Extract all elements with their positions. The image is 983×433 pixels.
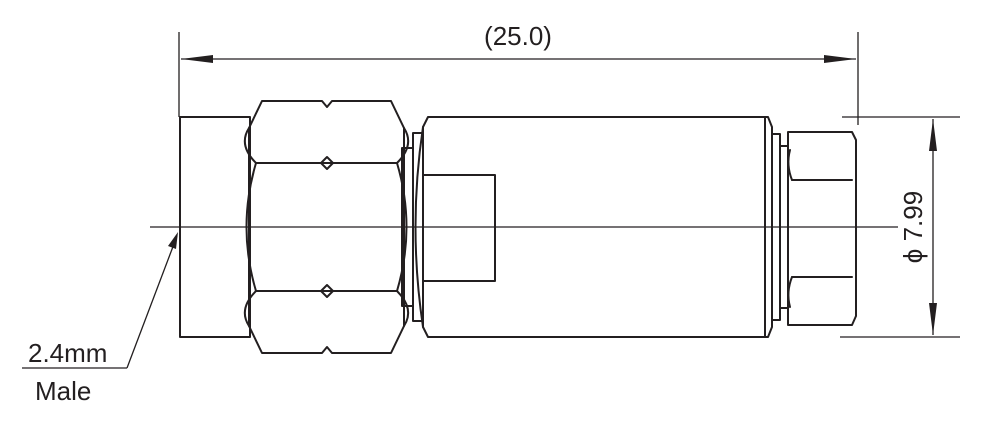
hex-face-curve-right xyxy=(396,162,408,292)
rear-hex xyxy=(787,131,857,326)
wrench-flat xyxy=(423,174,496,282)
length-dimension: (25.0) xyxy=(178,21,859,125)
hex-corner-mark-lower xyxy=(320,284,334,298)
body-front-curve xyxy=(414,126,424,328)
diameter-label: ϕ 7.99 xyxy=(898,191,928,263)
connector-body xyxy=(414,116,773,338)
callout-gender-label: Male xyxy=(35,376,91,406)
hex-nut-outline xyxy=(248,100,405,354)
leader-arrowhead xyxy=(168,232,178,249)
hex-chamfer-upper-left xyxy=(243,127,257,164)
hex-chamfer-lower-right xyxy=(396,290,410,327)
hex-face-curve-left xyxy=(245,162,257,292)
arrowhead-top xyxy=(929,119,937,151)
hex-chamfer-upper-right xyxy=(396,127,410,164)
hex-corner-mark-upper xyxy=(320,156,334,170)
arrowhead-left xyxy=(181,55,213,63)
leader-line xyxy=(126,235,178,369)
callout-size-label: 2.4mm xyxy=(28,338,107,368)
body-outline xyxy=(422,116,773,338)
diameter-dimension: ϕ 7.99 xyxy=(840,116,960,338)
length-label: (25.0) xyxy=(484,21,552,51)
interface-callout: 2.4mm Male xyxy=(22,232,178,406)
coupling-hex-nut xyxy=(243,100,410,354)
arrowhead-right xyxy=(824,55,856,63)
rear-hex-chamfer-upper xyxy=(787,149,793,181)
rear-hex-outline xyxy=(787,131,857,326)
arrowhead-bottom xyxy=(929,303,937,335)
rear-hex-chamfer-lower xyxy=(787,276,793,308)
hex-chamfer-lower-left xyxy=(243,290,257,327)
